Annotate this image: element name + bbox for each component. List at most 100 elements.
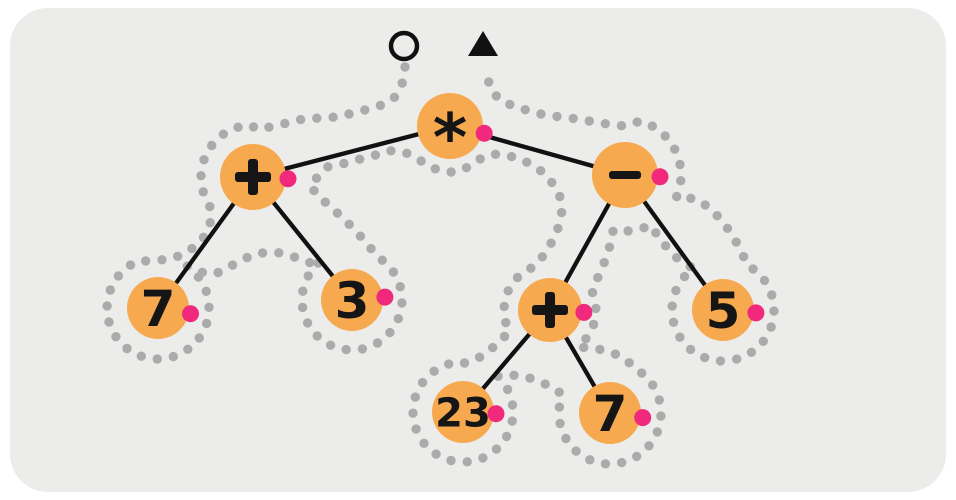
path-dot — [507, 400, 518, 410]
path-dot — [491, 444, 502, 454]
path-dot — [571, 446, 581, 456]
path-dot — [585, 455, 595, 465]
path-dot — [623, 226, 633, 236]
path-dot — [656, 411, 666, 421]
path-dot — [187, 243, 197, 254]
path-dot — [295, 114, 306, 125]
path-dot — [700, 352, 710, 363]
path-dot — [213, 267, 223, 278]
path-dot — [461, 163, 472, 173]
end-marker-triangle-icon — [468, 31, 498, 56]
path-dot — [553, 223, 563, 234]
tree-node-mul: * — [417, 93, 483, 176]
path-dot — [389, 92, 400, 103]
path-dot — [556, 207, 567, 218]
path-dot — [536, 109, 546, 119]
path-dot — [280, 118, 290, 129]
path-dot — [652, 427, 662, 437]
path-dot — [344, 109, 354, 119]
path-dot — [328, 112, 338, 122]
tree-node-three: 3 — [321, 269, 383, 331]
path-dot — [499, 331, 510, 342]
path-dot — [491, 91, 501, 101]
path-dot — [505, 99, 515, 110]
path-dot — [712, 211, 722, 221]
path-dot — [587, 287, 598, 298]
tree-node-minus — [592, 142, 658, 208]
node-label-seven-left: 7 — [141, 280, 176, 338]
node-label-mul: * — [433, 99, 468, 176]
path-dot — [579, 342, 589, 353]
path-dot — [501, 431, 512, 442]
path-dot — [555, 191, 565, 202]
path-dot — [136, 351, 146, 361]
path-dot — [600, 459, 611, 469]
path-dot — [462, 457, 472, 467]
tree-node-seven-right: 7 — [579, 382, 641, 444]
path-dot — [660, 241, 671, 251]
visit-marker-three — [376, 288, 394, 306]
path-dot — [593, 272, 603, 283]
path-dot — [700, 200, 710, 210]
path-dot — [320, 197, 330, 207]
tree-node-five: 5 — [692, 279, 754, 341]
path-dot — [274, 248, 284, 258]
path-dot — [722, 223, 733, 233]
path-dot — [111, 332, 121, 342]
node-circle-twenty-three — [432, 381, 494, 443]
path-dot — [667, 301, 677, 311]
node-label-minus — [609, 171, 641, 179]
path-dot — [141, 256, 151, 266]
path-dot — [512, 272, 523, 283]
path-dot — [196, 171, 206, 181]
path-dot — [194, 333, 204, 343]
path-dot — [416, 156, 426, 166]
path-dot — [339, 158, 349, 169]
path-dot — [671, 285, 681, 296]
path-dot — [419, 438, 429, 448]
node-label-plus-left — [248, 159, 258, 195]
path-dot — [297, 302, 308, 313]
path-dot — [312, 331, 322, 341]
path-dot — [105, 285, 116, 295]
path-dot — [584, 116, 594, 126]
path-dot — [360, 105, 370, 115]
path-dot — [672, 191, 682, 202]
path-dot — [289, 252, 300, 262]
tree-node-seven-left: 7 — [127, 277, 189, 339]
path-dot — [632, 451, 642, 462]
path-dot — [507, 416, 517, 426]
path-dot — [552, 111, 562, 122]
path-dot — [490, 149, 501, 159]
path-dot — [375, 100, 386, 111]
path-dot — [520, 105, 530, 115]
visit-marker-five — [747, 304, 765, 322]
path-dot — [417, 377, 428, 388]
path-dot — [746, 347, 757, 357]
path-dot — [488, 342, 498, 353]
path-dot — [522, 157, 532, 167]
path-dot — [537, 252, 547, 262]
path-dot — [446, 455, 456, 466]
path-dot — [672, 253, 682, 263]
path-dot — [410, 392, 420, 402]
path-dot — [377, 255, 387, 265]
path-dot — [444, 359, 454, 369]
node-label-seven-right: 7 — [593, 385, 628, 443]
path-dot — [257, 248, 268, 258]
path-dot — [624, 358, 634, 368]
path-dot — [600, 119, 610, 129]
path-dot — [675, 159, 685, 170]
traversal-path-dots — [102, 62, 779, 469]
path-dot — [113, 271, 124, 281]
path-dot — [218, 129, 229, 139]
path-dot — [430, 164, 440, 174]
path-dot — [459, 358, 470, 368]
path-dot — [429, 366, 439, 376]
path-dot — [581, 334, 591, 344]
path-dot — [555, 418, 565, 429]
path-dot — [568, 113, 578, 124]
path-dot — [385, 327, 395, 338]
